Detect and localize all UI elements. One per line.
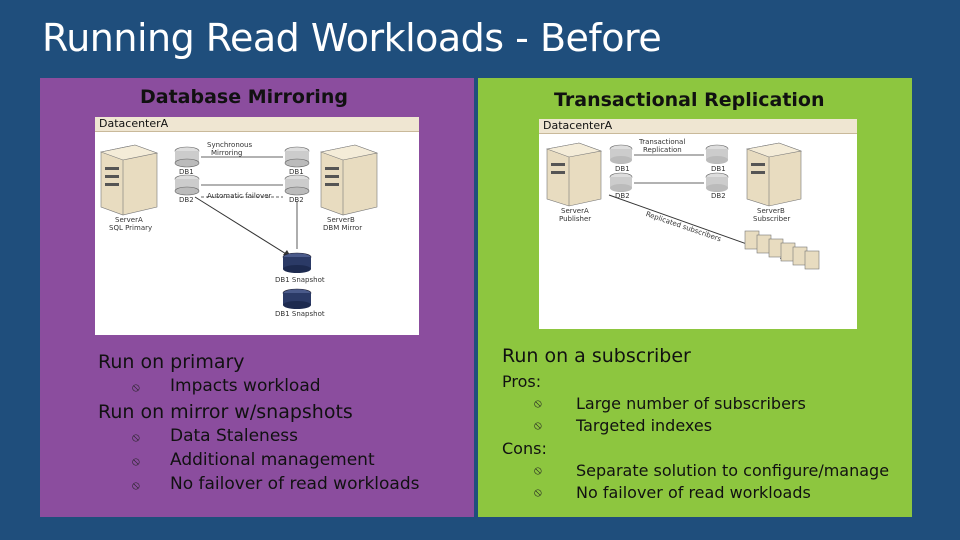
circle-slash-icon: ⦸	[132, 454, 140, 468]
circle-slash-icon: ⦸	[132, 478, 140, 492]
circle-slash-icon: ⦸	[534, 485, 542, 499]
database-mirroring-panel: Database Mirroring DatacenterA	[40, 78, 474, 517]
replication-diagram: DatacenterA	[539, 119, 857, 329]
server-b-icon	[319, 144, 379, 216]
list-item: No failover of read workloads	[170, 474, 420, 494]
db-cylinder-icons	[174, 146, 310, 196]
circle-slash-icon: ⦸	[132, 380, 140, 394]
circle-slash-icon: ⦸	[534, 418, 542, 432]
mirroring-diagram: DatacenterA	[95, 117, 419, 335]
list-item: Run on a subscriber	[502, 345, 691, 367]
circle-slash-icon: ⦸	[534, 463, 542, 477]
datacenter-banner: DatacenterA	[539, 119, 857, 134]
snapshot-icons	[282, 252, 312, 309]
list-item: Large number of subscribers	[576, 394, 806, 413]
list-item: Run on primary	[98, 351, 245, 373]
list-item: Run on mirror w/snapshots	[98, 401, 353, 423]
list-item: Additional management	[170, 450, 375, 470]
circle-slash-icon: ⦸	[534, 396, 542, 410]
db-cylinder-icons	[609, 144, 729, 192]
list-item: Cons:	[502, 439, 547, 458]
server-a-icon	[99, 144, 159, 216]
replication-diagram-graphic	[545, 142, 820, 270]
slide-title: Running Read Workloads - Before	[42, 16, 662, 60]
subscriber-server-icon	[745, 142, 803, 207]
panel-heading: Transactional Replication	[554, 89, 825, 111]
list-item: Separate solution to configure/manage	[576, 461, 890, 480]
mirroring-diagram-graphic	[99, 144, 379, 309]
list-item: Targeted indexes	[576, 416, 713, 435]
list-item: Pros:	[502, 372, 542, 391]
subscriber-servers-icon	[744, 230, 820, 270]
circle-slash-icon: ⦸	[132, 430, 140, 444]
transactional-replication-panel: Transactional Replication DatacenterA	[478, 78, 912, 517]
list-item: Data Staleness	[170, 426, 298, 446]
panel-heading: Database Mirroring	[140, 86, 348, 108]
list-item: No failover of read workloads	[576, 483, 811, 502]
list-item: Impacts workload	[170, 376, 321, 396]
publisher-server-icon	[545, 142, 603, 207]
datacenter-banner: DatacenterA	[95, 117, 419, 132]
